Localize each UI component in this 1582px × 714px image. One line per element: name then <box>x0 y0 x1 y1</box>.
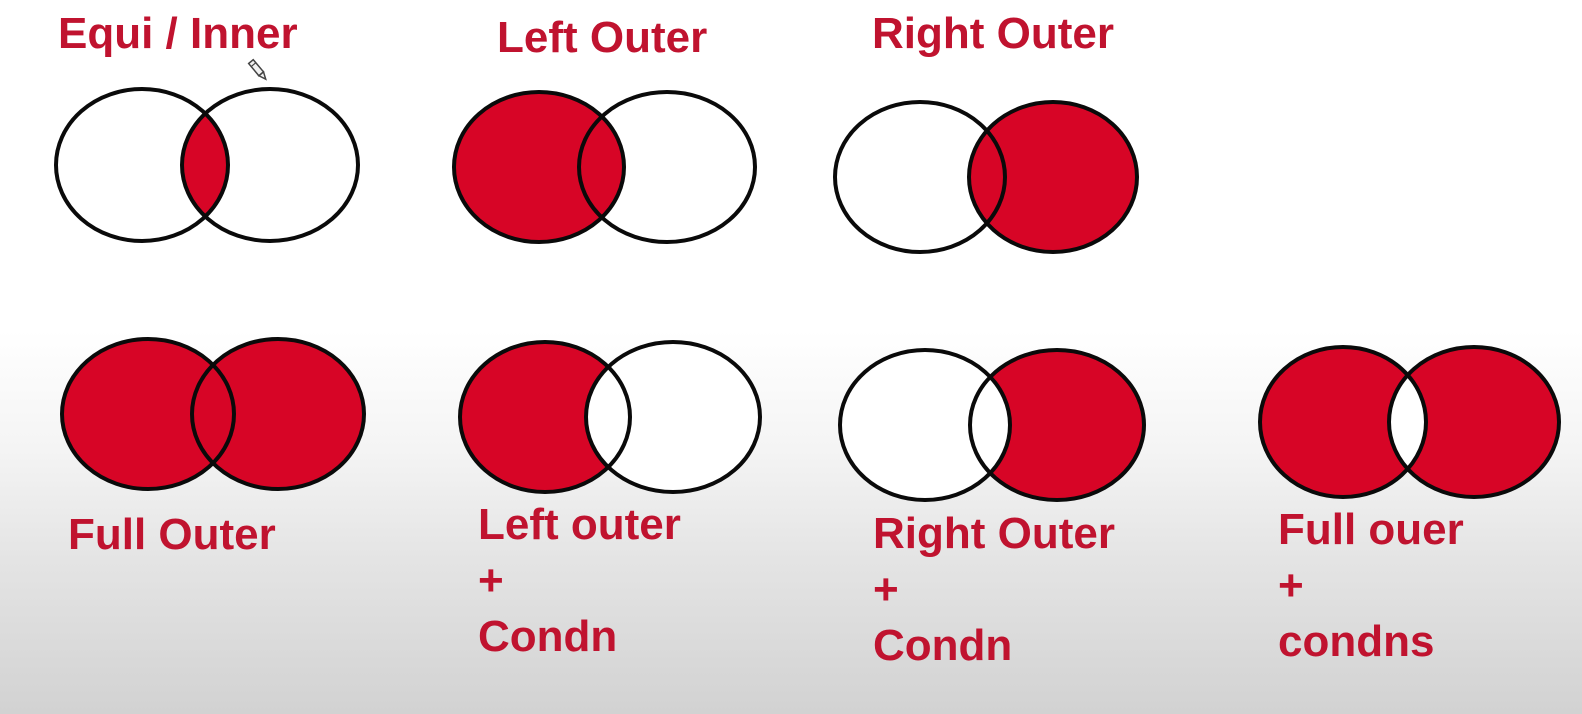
label-left-outer: Left Outer <box>497 10 707 66</box>
venn-full-outer-condns <box>1258 345 1561 499</box>
label-line: Full Outer <box>68 510 276 559</box>
venn-right-circle <box>190 337 366 491</box>
label-line: Condn <box>873 621 1013 670</box>
venn-right-circle <box>968 348 1146 502</box>
label-line: Right Outer <box>873 509 1115 558</box>
label-line: + <box>478 556 504 605</box>
venn-right-circle <box>180 87 360 243</box>
label-line: Equi / Inner <box>58 9 298 58</box>
venn-left-outer <box>452 90 757 244</box>
venn-left-circle <box>833 100 1007 254</box>
label-line: Left Outer <box>497 13 708 62</box>
label-line: Right Outer <box>872 9 1114 58</box>
venn-region-right <box>969 102 1137 252</box>
venn-left-circle <box>458 340 632 494</box>
venn-region-left <box>62 339 234 489</box>
venn-left-circle <box>838 348 1012 502</box>
venn-right-circle <box>577 90 757 244</box>
label-line: Condn <box>478 612 618 661</box>
label-line: Full ouer <box>1278 505 1464 554</box>
pen-cursor-icon <box>247 58 267 81</box>
label-equi-inner: Equi / Inner <box>58 6 298 62</box>
venn-left-circle <box>1258 345 1428 499</box>
label-left-outer-condn: Left outer + Condn <box>478 497 681 665</box>
label-full-outer: Full Outer <box>68 507 276 563</box>
venn-right-circle <box>967 100 1139 254</box>
venn-region-right <box>192 339 364 489</box>
venn-left-outer-condn <box>458 340 762 494</box>
label-line: condns <box>1278 617 1435 666</box>
venn-right-circle <box>1387 345 1561 499</box>
venn-right-circle <box>584 340 762 494</box>
venn-right-outer-condn <box>838 348 1146 502</box>
venn-region-left <box>454 92 624 242</box>
venn-left-circle <box>60 337 236 491</box>
venn-region-left-only <box>1260 347 1426 497</box>
venn-equi-inner <box>54 87 360 243</box>
label-right-outer: Right Outer <box>872 6 1114 62</box>
venn-region-left-only <box>460 342 630 492</box>
label-right-outer-condn: Right Outer + Condn <box>873 506 1115 674</box>
venn-region-right-only <box>970 350 1144 500</box>
label-line: Left outer <box>478 500 681 549</box>
venn-region-right-only <box>1389 347 1559 497</box>
label-full-outer-condns: Full ouer + condns <box>1278 502 1464 670</box>
venn-left-circle <box>54 87 230 243</box>
venn-full-outer <box>60 337 366 491</box>
venn-left-circle <box>452 90 626 244</box>
venn-right-outer <box>833 100 1139 254</box>
label-line: + <box>873 565 899 614</box>
label-line: + <box>1278 561 1304 610</box>
